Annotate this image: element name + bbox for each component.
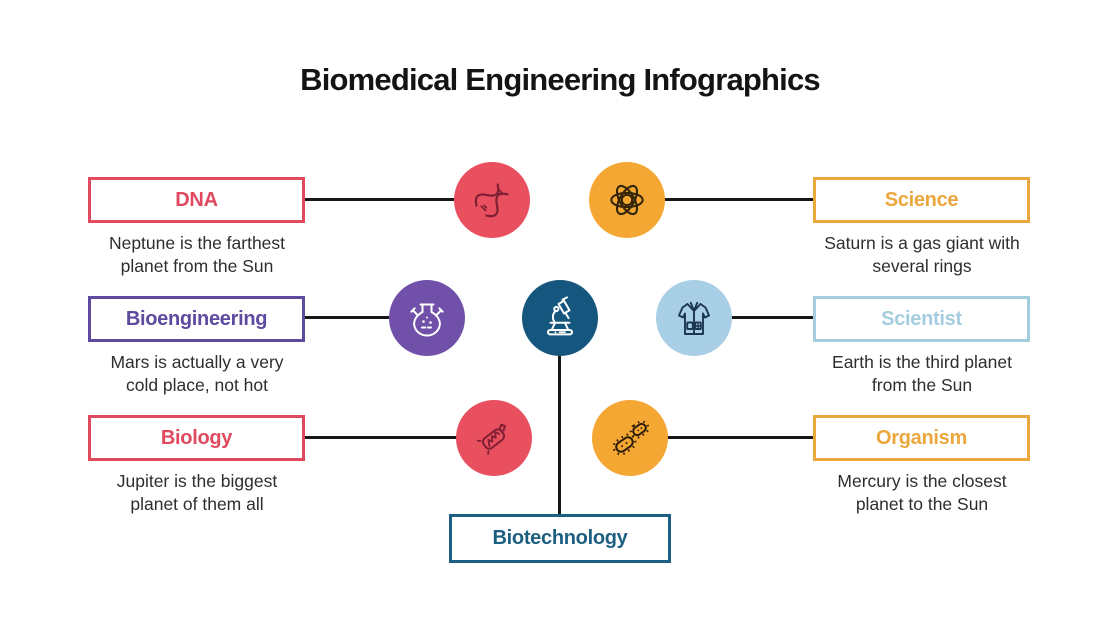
node-description-scientist: Earth is the third planet from the Sun <box>832 352 1012 396</box>
node-description-biology: Jupiter is the biggest planet of them al… <box>116 471 278 515</box>
node-description-bioengineering: Mars is actually a very cold place, not … <box>110 352 284 396</box>
node-box-dna: DNA <box>88 177 305 223</box>
node-box-science: Science <box>813 177 1030 223</box>
icon-circle-dna <box>454 162 530 238</box>
icon-circle-biology <box>456 400 532 476</box>
node-label-biology: Biology <box>160 426 233 449</box>
node-box-bioengineering: Bioengineering <box>88 296 305 342</box>
node-label-organism: Organism <box>876 426 967 449</box>
icon-circle-bioengineering <box>389 280 465 356</box>
bacteria-icon <box>612 420 650 456</box>
node-label-bioengineering: Bioengineering <box>125 307 268 330</box>
node-box-organism: Organism <box>813 415 1030 461</box>
connector-line-dna <box>305 198 456 201</box>
node-label-science: Science <box>884 188 959 211</box>
icon-circle-scientist <box>656 280 732 356</box>
node-box-scientist: Scientist <box>813 296 1030 342</box>
icon-circle-biotechnology <box>522 280 598 356</box>
atom-icon <box>610 184 644 216</box>
node-description-dna: Neptune is the farthest planet from the … <box>108 233 286 277</box>
node-description-science: Saturn is a gas giant with several rings <box>824 233 1020 277</box>
node-description-organism: Mercury is the closest planet to the Sun <box>837 471 1007 515</box>
dna-syringe-icon <box>476 423 507 455</box>
connector-line-bioengineering <box>305 316 391 319</box>
node-label-biotechnology: Biotechnology <box>492 527 628 549</box>
node-label-dna: DNA <box>175 188 218 211</box>
connector-line-scientist <box>730 316 813 319</box>
dna-helix-icon <box>474 183 509 218</box>
node-box-biology: Biology <box>88 415 305 461</box>
node-label-scientist: Scientist <box>881 307 962 330</box>
icon-circle-science <box>589 162 665 238</box>
page-title: Biomedical Engineering Infographics <box>300 62 821 97</box>
icon-circle-organism <box>592 400 668 476</box>
connector-line-biology <box>305 436 458 439</box>
connector-line-organism <box>666 436 813 439</box>
flask-icon <box>410 303 444 337</box>
node-box-biotechnology: Biotechnology <box>449 514 671 563</box>
lab-coat-icon <box>678 301 710 335</box>
connector-line-science <box>664 198 813 201</box>
connector-line-biotechnology <box>558 355 561 515</box>
microscope-icon <box>547 296 573 336</box>
